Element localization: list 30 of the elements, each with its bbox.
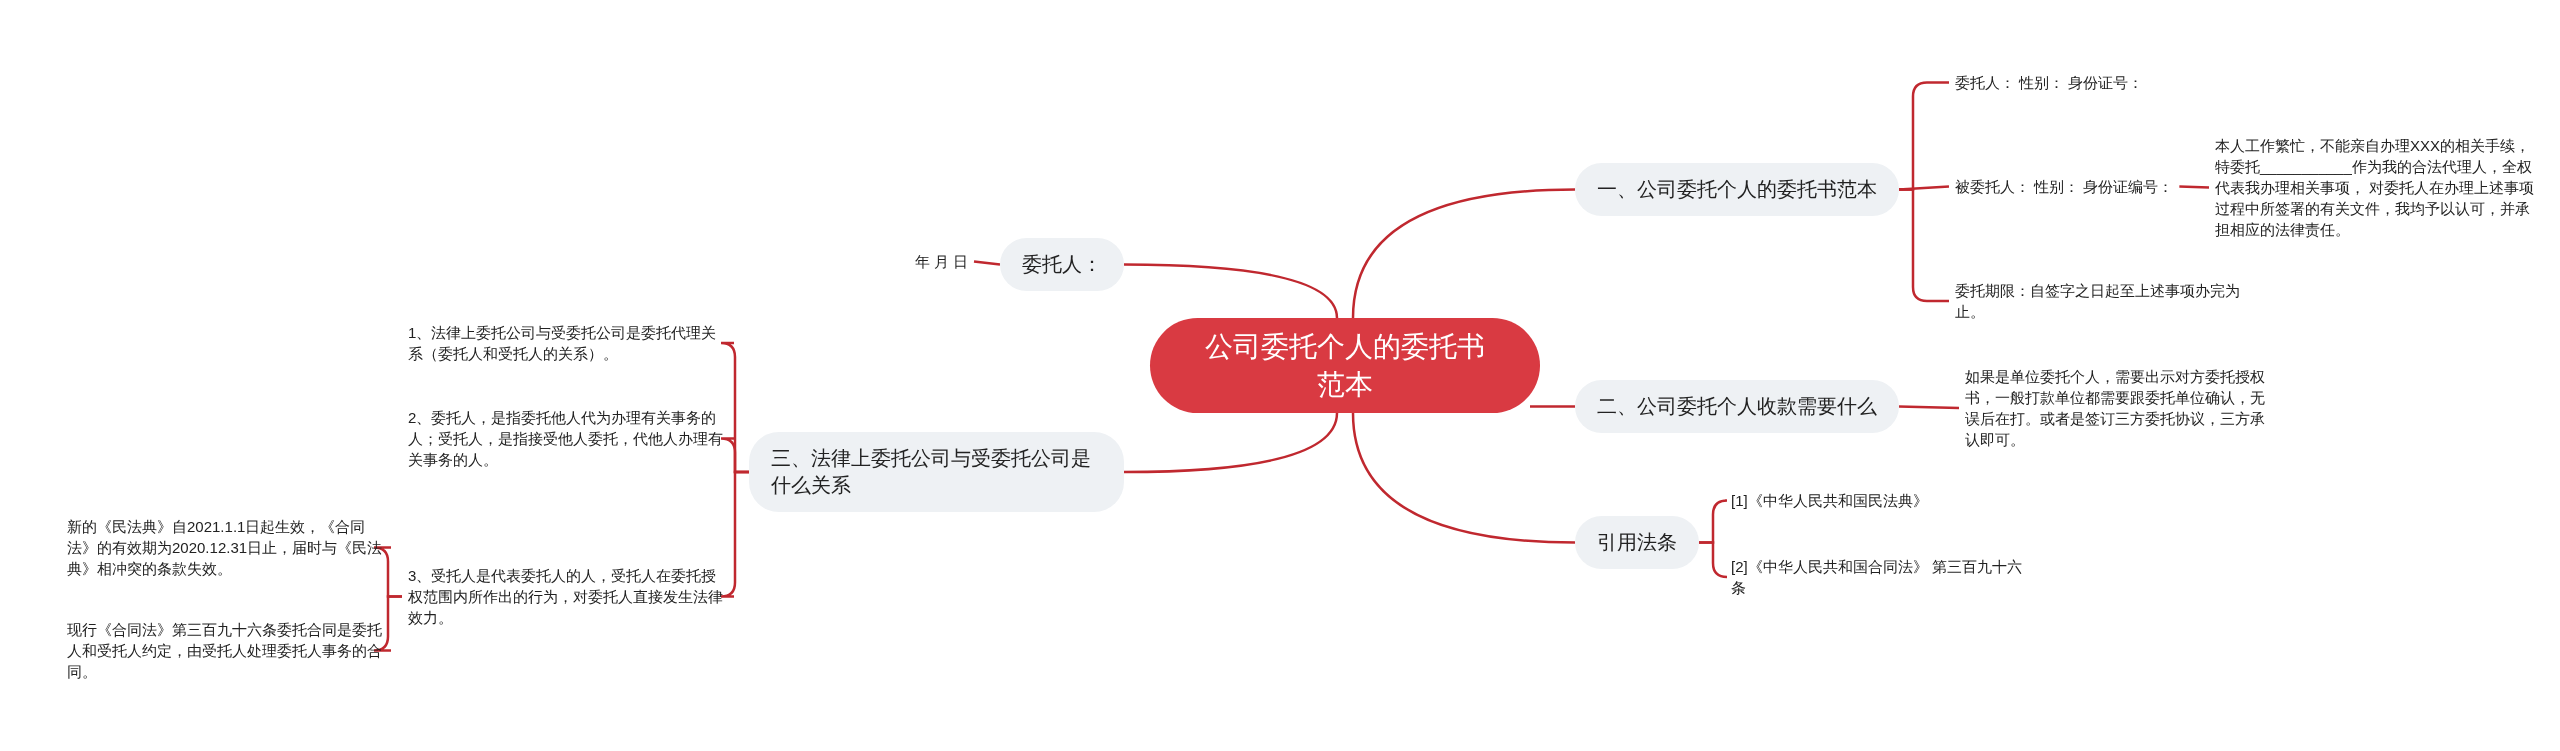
note-text: 如果是单位委托个人，需要出示对方委托授权书，一般打款单位都需要跟委托单位确认，无误后在打。或者是签订三方委托协议，三方承认即可。 [1965, 366, 2277, 450]
note-text: 现行《合同法》第三百九十六条委托合同是委托人和受托人约定，由受托人处理委托人事务的合同。 [67, 619, 385, 682]
central-topic: 公司委托个人的委托书范本 [1150, 318, 1540, 413]
connector [1124, 263, 1339, 319]
connector [1530, 405, 1575, 408]
connector [1351, 412, 1576, 544]
note-text: 3、受托人是代表委托人的人，受托人在委托授权范围内所作出的行为，对委托人直接发生法律效力。 [408, 565, 728, 628]
topic-box: 二、公司委托个人收款需要什么 [1575, 380, 1899, 433]
connector [1899, 188, 1949, 303]
topic-box: 一、公司委托个人的委托书范本 [1575, 163, 1899, 216]
connector [372, 595, 402, 652]
note-text: [2]《中华人民共和国合同法》 第三百九十六条 [1731, 556, 2036, 598]
note-text: 委托期限：自签字之日起至上述事项办完为止。 [1955, 280, 2265, 322]
connector [2179, 185, 2210, 189]
note-text: [1]《中华人民共和国民法典》 [1731, 490, 1928, 511]
note-text: 被委托人： 性别： 身份证编号： [1955, 176, 2174, 197]
note-text: 年 月 日 [914, 251, 968, 272]
connector [1699, 541, 1729, 579]
note-text: 本人工作繁忙，不能亲自办理XXX的相关手续，特委托___________作为我的合法代理人，全权代表我办理相关事项， 对委托人在办理上述事项过程中所签署的有关文件，我均予以认可，并承担相应的法律责任。 [2215, 135, 2537, 240]
connector [1351, 188, 1576, 319]
connector [973, 260, 1001, 266]
note-text: 2、委托人，是指委托他人代为办理有关事务的人；受托人，是指接受他人委托，代他人办理有关事务的人。 [408, 407, 728, 470]
note-text: 委托人： 性别： 身份证号： [1955, 72, 2144, 93]
note-text: 新的《民法典》自2021.1.1日起生效，《合同法》的有效期为2020.12.31日止，届时与《民法典》相冲突的条款失效。 [67, 516, 385, 579]
connector [1898, 405, 1960, 410]
topic-box: 引用法条 [1575, 516, 1699, 569]
topic-box: 三、法律上委托公司与受委托公司是什么关系 [749, 432, 1124, 512]
topic-box: 委托人： [1000, 238, 1124, 291]
connector [1124, 412, 1339, 474]
note-text: 1、法律上委托公司与受委托公司是委托代理关系（委托人和受托人的关系）。 [408, 322, 728, 364]
